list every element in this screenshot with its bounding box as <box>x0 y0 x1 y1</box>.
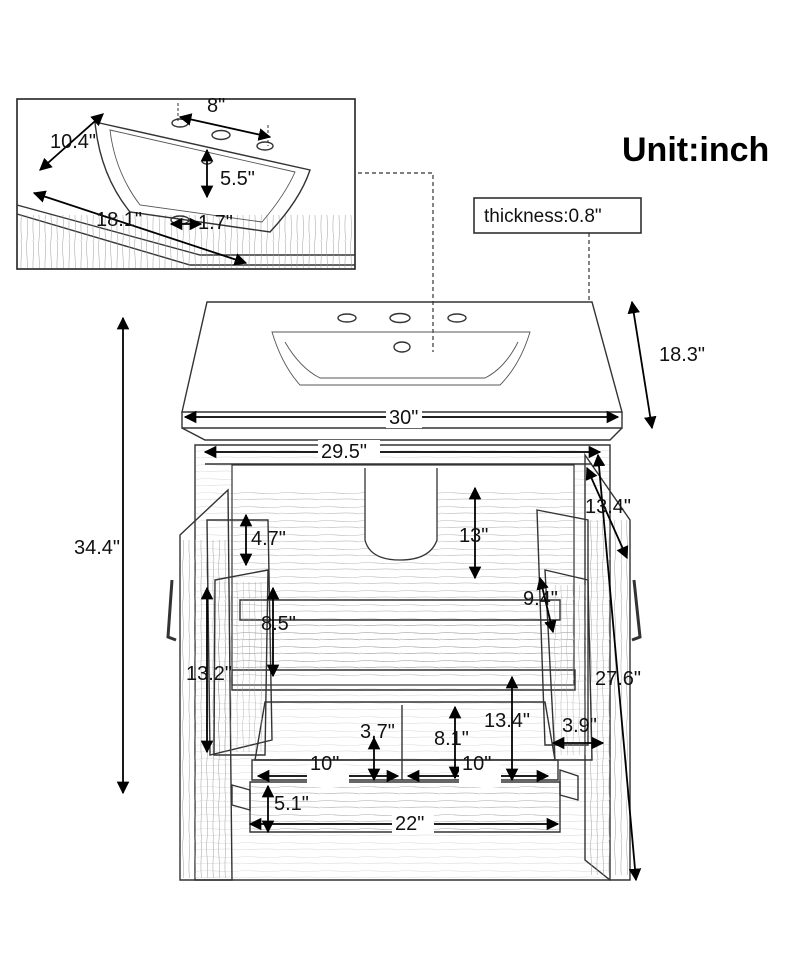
interior-depth-label: 13.4" <box>484 710 530 732</box>
cabinet-depth-label: 13.4" <box>585 496 631 518</box>
door-height-label: 27.6" <box>595 668 641 690</box>
top-width-label: 30" <box>389 407 418 429</box>
inset-faucet-spacing-label: 8" <box>207 95 225 117</box>
interior-height-label: 8.1" <box>434 728 469 750</box>
top-depth-label: 18.3" <box>659 344 705 366</box>
cabinet-width-label: 29.5" <box>321 441 367 463</box>
sink-detail-inset <box>16 98 356 270</box>
left-door-panel-label: 13.2" <box>186 663 232 685</box>
total-height-label: 34.4" <box>74 537 120 559</box>
inset-basin-width-label: 18.1" <box>96 209 142 231</box>
inset-drain-offset-label: 5.5" <box>220 168 255 190</box>
drawer-front-height-label: 5.1" <box>274 793 309 815</box>
thickness-label: thickness:0.8" <box>484 206 602 227</box>
unit-label: Unit:inch <box>622 131 769 169</box>
drawer-right-width-label: 10" <box>462 753 491 775</box>
left-shelf-height-label: 4.7" <box>251 528 286 550</box>
inset-overflow-label: 1.7" <box>198 212 233 234</box>
right-rack-height-label: 9.4" <box>523 588 558 610</box>
drawer-width-label: 22" <box>395 813 424 835</box>
left-rack-height-label: 8.5" <box>261 613 296 635</box>
drawer-divider-height-label: 3.7" <box>360 721 395 743</box>
right-shelf-depth-label: 3.9" <box>562 715 597 737</box>
notch-height-label: 13" <box>459 525 488 547</box>
inset-basin-depth-label: 10.4" <box>50 131 96 153</box>
drawer-left-width-label: 10" <box>310 753 339 775</box>
vanity-cabinet <box>194 444 611 881</box>
